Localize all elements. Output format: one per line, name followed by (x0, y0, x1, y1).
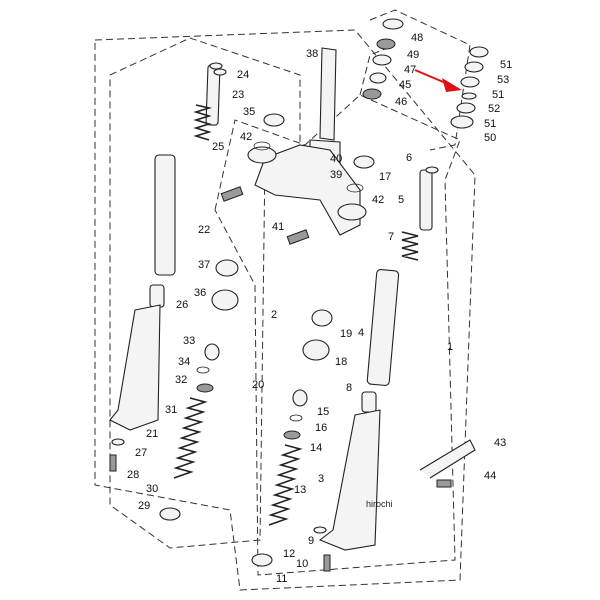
label-15: 15 (317, 406, 329, 418)
label-13: 13 (294, 484, 306, 496)
label-42a: 42 (240, 131, 252, 143)
label-28: 28 (127, 469, 139, 481)
label-52: 52 (488, 103, 500, 115)
label-2: 2 (271, 309, 277, 321)
label-43: 43 (494, 437, 506, 449)
label-51c: 51 (484, 118, 496, 130)
label-40: 40 (330, 153, 342, 165)
label-18: 18 (335, 356, 347, 368)
label-21: 21 (146, 428, 158, 440)
label-37: 37 (198, 259, 210, 271)
label-3: 3 (318, 473, 324, 485)
label-39: 39 (330, 169, 342, 181)
label-42b: 42 (372, 194, 384, 206)
label-31: 31 (165, 404, 177, 416)
label-51b: 51 (492, 89, 504, 101)
small-parts (109, 18, 489, 572)
label-20: 20 (252, 379, 264, 391)
label-22: 22 (198, 224, 210, 236)
label-8: 8 (346, 382, 352, 394)
label-34: 34 (178, 356, 190, 368)
label-29: 29 (138, 500, 150, 512)
label-9: 9 (308, 535, 314, 547)
part-labels: 1 2 3 4 5 6 7 8 9 10 11 12 13 14 15 16 1… (127, 32, 512, 585)
highlight-arrow (414, 69, 462, 92)
label-5: 5 (398, 194, 404, 206)
label-26: 26 (176, 299, 188, 311)
label-10: 10 (296, 558, 308, 570)
label-50: 50 (484, 132, 496, 144)
label-23: 23 (232, 89, 244, 101)
label-12: 12 (283, 548, 295, 560)
label-7: 7 (388, 231, 394, 243)
label-38: 38 (306, 48, 318, 60)
label-27: 27 (135, 447, 147, 459)
label-46: 46 (395, 96, 407, 108)
label-41: 41 (272, 221, 284, 233)
label-32: 32 (175, 374, 187, 386)
label-4: 4 (358, 327, 364, 339)
label-53: 53 (497, 74, 509, 86)
steering-stem (220, 47, 367, 245)
label-6: 6 (406, 152, 412, 164)
label-14: 14 (310, 442, 322, 454)
label-45: 45 (399, 79, 411, 91)
label-35: 35 (243, 106, 255, 118)
label-24: 24 (237, 69, 249, 81)
label-17: 17 (379, 171, 391, 183)
label-25: 25 (212, 141, 224, 153)
watermark: hirochi (366, 499, 393, 509)
label-11: 11 (276, 573, 287, 585)
label-36: 36 (194, 287, 206, 299)
label-16: 16 (315, 422, 327, 434)
label-49: 49 (407, 49, 419, 61)
label-33: 33 (183, 335, 195, 347)
right-fork (268, 166, 476, 551)
label-51a: 51 (500, 59, 512, 71)
label-48: 48 (411, 32, 423, 44)
label-30: 30 (146, 483, 158, 495)
label-44: 44 (484, 470, 496, 482)
label-1: 1 (447, 341, 453, 353)
left-fork (109, 62, 223, 479)
label-47: 47 (404, 64, 416, 76)
label-19: 19 (340, 328, 352, 340)
